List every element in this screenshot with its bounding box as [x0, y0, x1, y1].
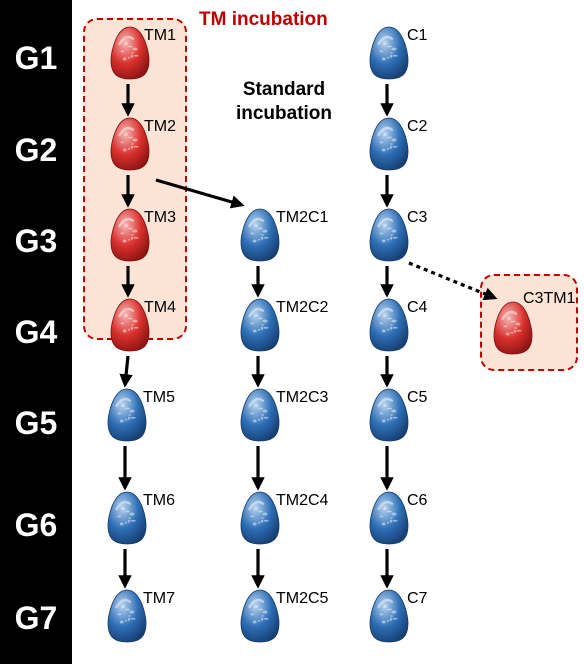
egg-label-tm5: TM5 [143, 389, 175, 406]
arrow-c3-to-c3tm1 [408, 261, 498, 301]
tm-incubation-title: TM incubation [199, 9, 328, 30]
egg-label-c3tm1: C3TM1 [523, 290, 576, 307]
generation-label-g2: G2 [14, 132, 58, 168]
egg-label-tm2c3: TM2C3 [276, 389, 329, 406]
egg-tm7 [107, 589, 147, 643]
egg-tm2c1 [240, 208, 280, 262]
generation-bar: G1 G2 G3 G4 G5 G6 G7 [0, 0, 72, 664]
generation-label-g5: G5 [14, 405, 58, 441]
egg-c5 [369, 388, 409, 442]
egg-tm2c2 [240, 298, 280, 352]
egg-label-tm6: TM6 [143, 492, 175, 509]
egg-label-c1: C1 [407, 27, 428, 44]
egg-c2 [369, 117, 409, 171]
egg-tm2c4 [240, 491, 280, 545]
egg-label-tm4: TM4 [144, 299, 176, 316]
egg-c4 [369, 298, 409, 352]
egg-label-c3: C3 [407, 209, 428, 226]
egg-tm1 [110, 26, 150, 80]
arrow-tm2-to-tm2c1 [155, 178, 245, 209]
egg-label-tm2c4: TM2C4 [276, 492, 329, 509]
egg-label-c4: C4 [407, 299, 428, 316]
generation-label-g6: G6 [14, 507, 58, 543]
egg-label-tm2c5: TM2C5 [276, 590, 329, 607]
egg-label-c6: C6 [407, 492, 428, 509]
arrow-tm4-to-tm5 [119, 355, 133, 388]
egg-label-tm2: TM2 [144, 118, 176, 135]
egg-label-tm1: TM1 [144, 27, 176, 44]
egg-tm2c3 [240, 388, 280, 442]
egg-c1 [369, 26, 409, 80]
egg-c7 [369, 589, 409, 643]
egg-c3 [369, 208, 409, 262]
egg-tm6 [107, 491, 147, 545]
egg-label-c2: C2 [407, 118, 428, 135]
standard-title-line1: Standard [242, 79, 326, 100]
generation-label-g1: G1 [14, 40, 58, 76]
generation-label-g3: G3 [14, 223, 58, 259]
egg-label-c7: C7 [407, 590, 428, 607]
standard-title-line2: incubation [235, 103, 333, 124]
egg-c6 [369, 491, 409, 545]
standard-incubation-title: Standard incubation [222, 78, 346, 126]
egg-label-c5: C5 [407, 389, 428, 406]
egg-tm4 [110, 298, 150, 352]
egg-tm2c5 [240, 589, 280, 643]
egg-tm3 [110, 208, 150, 262]
egg-tm5 [107, 388, 147, 442]
egg-c3tm1 [493, 301, 533, 355]
egg-label-tm3: TM3 [144, 209, 176, 226]
generation-label-g4: G4 [14, 314, 58, 350]
generation-label-g7: G7 [14, 600, 58, 636]
egg-label-tm7: TM7 [143, 590, 175, 607]
egg-tm2 [110, 117, 150, 171]
egg-label-tm2c2: TM2C2 [276, 299, 329, 316]
egg-label-tm2c1: TM2C1 [276, 209, 329, 226]
